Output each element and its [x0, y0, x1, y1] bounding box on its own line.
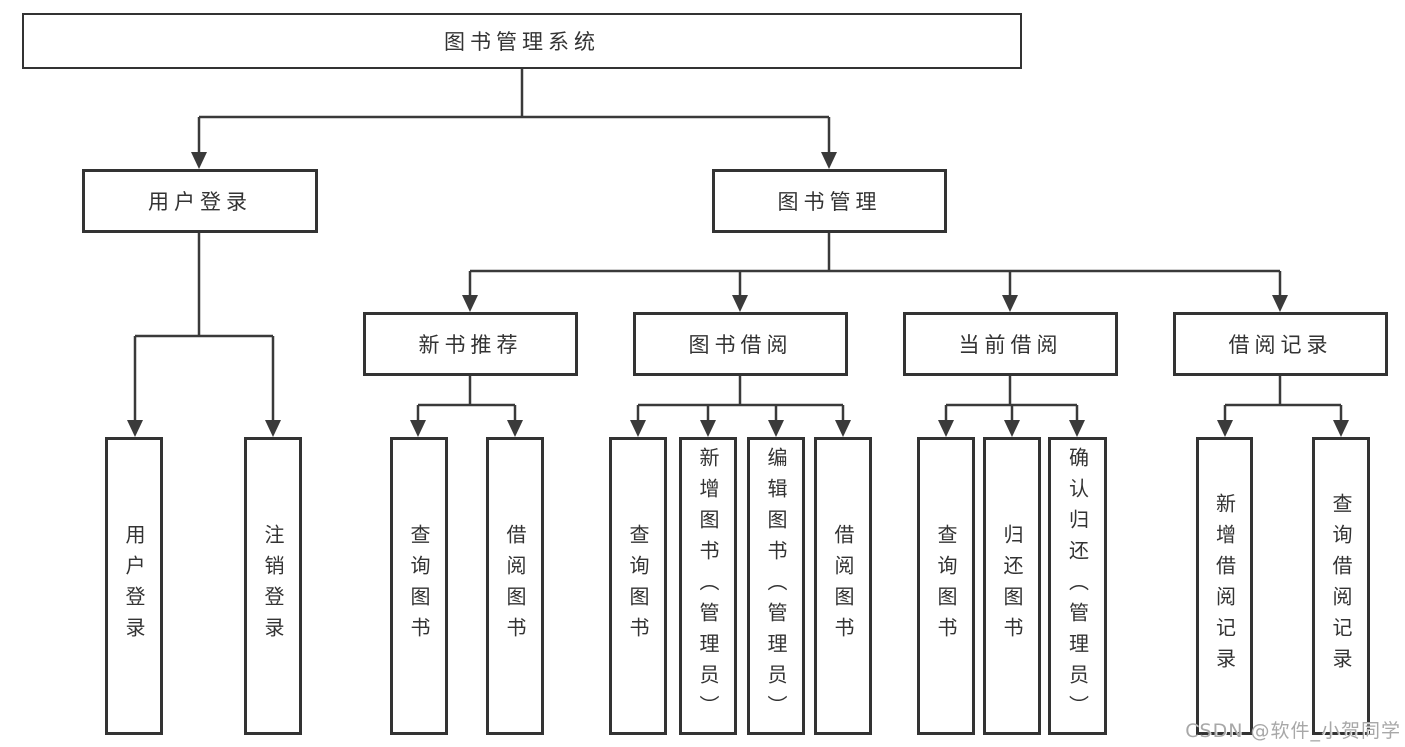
arrow-head-icon — [1002, 295, 1018, 312]
arrow-head-icon — [191, 152, 207, 169]
leaf-add-borrow-record: 新增借阅记录 — [1196, 437, 1253, 735]
arrow-head-icon — [265, 420, 281, 437]
node-book-management: 图书管理 — [712, 169, 947, 233]
leaf-edit-book-admin: 编辑图书（管理员） — [747, 437, 805, 735]
watermark-text: CSDN @软件_小贺同学 — [1185, 720, 1401, 742]
leaf-query-books-2: 查询图书 — [609, 437, 667, 735]
leaf-query-books-3: 查询图书 — [917, 437, 975, 735]
leaf-query-borrow-record: 查询借阅记录 — [1312, 437, 1370, 735]
leaf-borrow-books-1-label: 借阅图书 — [503, 524, 527, 648]
arrow-head-icon — [507, 420, 523, 437]
arrow-head-icon — [1217, 420, 1233, 437]
arrow-head-icon — [732, 295, 748, 312]
node-user-login-label: 用户登录 — [148, 190, 252, 214]
node-book-borrow-label: 图书借阅 — [688, 333, 793, 357]
leaf-query-books-1-label: 查询图书 — [407, 524, 431, 648]
leaf-logout-label: 注销登录 — [261, 524, 285, 648]
node-new-book-recommend: 新书推荐 — [363, 312, 578, 376]
arrow-head-icon — [127, 420, 143, 437]
node-new-book-recommend-label: 新书推荐 — [418, 333, 523, 357]
node-book-management-label: 图书管理 — [777, 190, 882, 214]
leaf-logout: 注销登录 — [244, 437, 302, 735]
node-user-login: 用户登录 — [82, 169, 318, 233]
node-current-borrow: 当前借阅 — [903, 312, 1118, 376]
leaf-edit-book-admin-label: 编辑图书（管理员） — [764, 446, 788, 726]
leaf-confirm-return-admin: 确认归还（管理员） — [1048, 437, 1107, 735]
node-root: 图书管理系统 — [22, 13, 1022, 69]
node-current-borrow-label: 当前借阅 — [958, 333, 1063, 357]
node-root-label: 图书管理系统 — [444, 30, 600, 54]
leaf-query-books-1: 查询图书 — [390, 437, 448, 735]
arrow-head-icon — [1333, 420, 1349, 437]
arrow-head-icon — [768, 420, 784, 437]
leaf-add-book-admin: 新增图书（管理员） — [679, 437, 737, 735]
leaf-return-book-label: 归还图书 — [1000, 524, 1024, 648]
leaf-borrow-books-1: 借阅图书 — [486, 437, 544, 735]
leaf-borrow-books-2: 借阅图书 — [814, 437, 872, 735]
leaf-return-book: 归还图书 — [983, 437, 1041, 735]
arrow-head-icon — [821, 152, 837, 169]
leaf-query-books-2-label: 查询图书 — [626, 524, 650, 648]
leaf-confirm-return-admin-label: 确认归还（管理员） — [1065, 446, 1090, 726]
leaf-add-borrow-record-label: 新增借阅记录 — [1212, 493, 1237, 679]
node-borrow-records: 借阅记录 — [1173, 312, 1388, 376]
node-book-borrow: 图书借阅 — [633, 312, 848, 376]
node-borrow-records-label: 借阅记录 — [1228, 333, 1333, 357]
arrow-head-icon — [1069, 420, 1085, 437]
arrow-head-icon — [410, 420, 426, 437]
arrow-head-icon — [1004, 420, 1020, 437]
arrow-head-icon — [700, 420, 716, 437]
arrow-head-icon — [938, 420, 954, 437]
leaf-query-books-3-label: 查询图书 — [934, 524, 958, 648]
arrow-head-icon — [835, 420, 851, 437]
leaf-query-borrow-record-label: 查询借阅记录 — [1329, 493, 1353, 679]
leaf-user-login-label: 用户登录 — [122, 524, 146, 648]
arrow-head-icon — [630, 420, 646, 437]
arrow-head-icon — [1272, 295, 1288, 312]
leaf-add-book-admin-label: 新增图书（管理员） — [696, 446, 720, 726]
arrow-head-icon — [462, 295, 478, 312]
leaf-user-login: 用户登录 — [105, 437, 163, 735]
leaf-borrow-books-2-label: 借阅图书 — [831, 524, 855, 648]
